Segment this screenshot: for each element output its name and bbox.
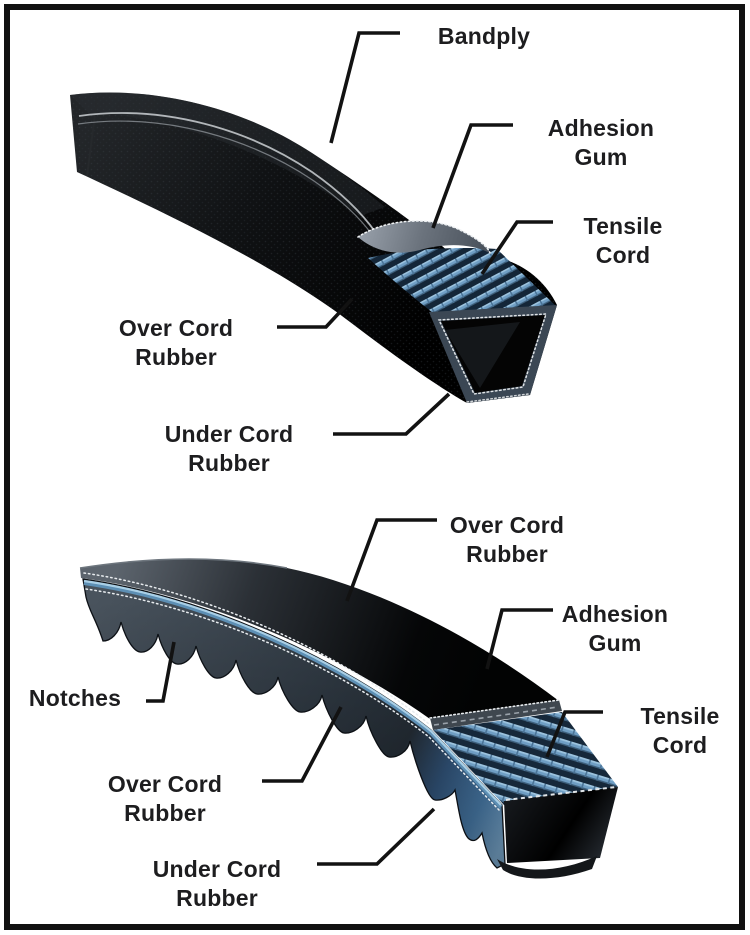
wrapped-belt-illustration bbox=[70, 92, 557, 404]
leader-adhesion-gum-top bbox=[431, 123, 513, 229]
label-under-cord-rubber-bottom: Under Cord Rubber bbox=[152, 856, 282, 912]
leader-over-cord-rubber-b1 bbox=[345, 518, 437, 602]
leader-adhesion-gum-bottom bbox=[485, 608, 553, 670]
label-notches: Notches bbox=[28, 685, 122, 711]
label-adhesion-gum-bottom: Adhesion Gum bbox=[561, 601, 669, 657]
leader-over-cord-rubber-top bbox=[277, 297, 354, 329]
label-under-cord-rubber-top: Under Cord Rubber bbox=[164, 421, 294, 477]
label-over-cord-rubber-b1: Over Cord Rubber bbox=[449, 512, 565, 568]
leader-notches bbox=[146, 641, 176, 703]
leader-lines bbox=[146, 31, 603, 866]
leader-bandply bbox=[329, 31, 400, 144]
label-tensile-cord-top: Tensile Cord bbox=[583, 213, 663, 269]
label-tensile-cord-bottom: Tensile Cord bbox=[640, 703, 720, 759]
leader-over-cord-rubber-b2 bbox=[262, 706, 343, 783]
leader-under-cord-rubber-top bbox=[333, 392, 451, 436]
label-over-cord-rubber-b2: Over Cord Rubber bbox=[107, 771, 223, 827]
notched-belt-illustration bbox=[79, 558, 618, 879]
label-over-cord-rubber-top: Over Cord Rubber bbox=[118, 315, 234, 371]
label-adhesion-gum-top: Adhesion Gum bbox=[547, 115, 655, 171]
leader-tensile-cord-bottom bbox=[545, 710, 603, 758]
label-bandply: Bandply bbox=[437, 23, 531, 49]
leader-under-cord-rubber-bottom bbox=[317, 807, 436, 866]
leader-tensile-cord-top bbox=[480, 220, 553, 276]
